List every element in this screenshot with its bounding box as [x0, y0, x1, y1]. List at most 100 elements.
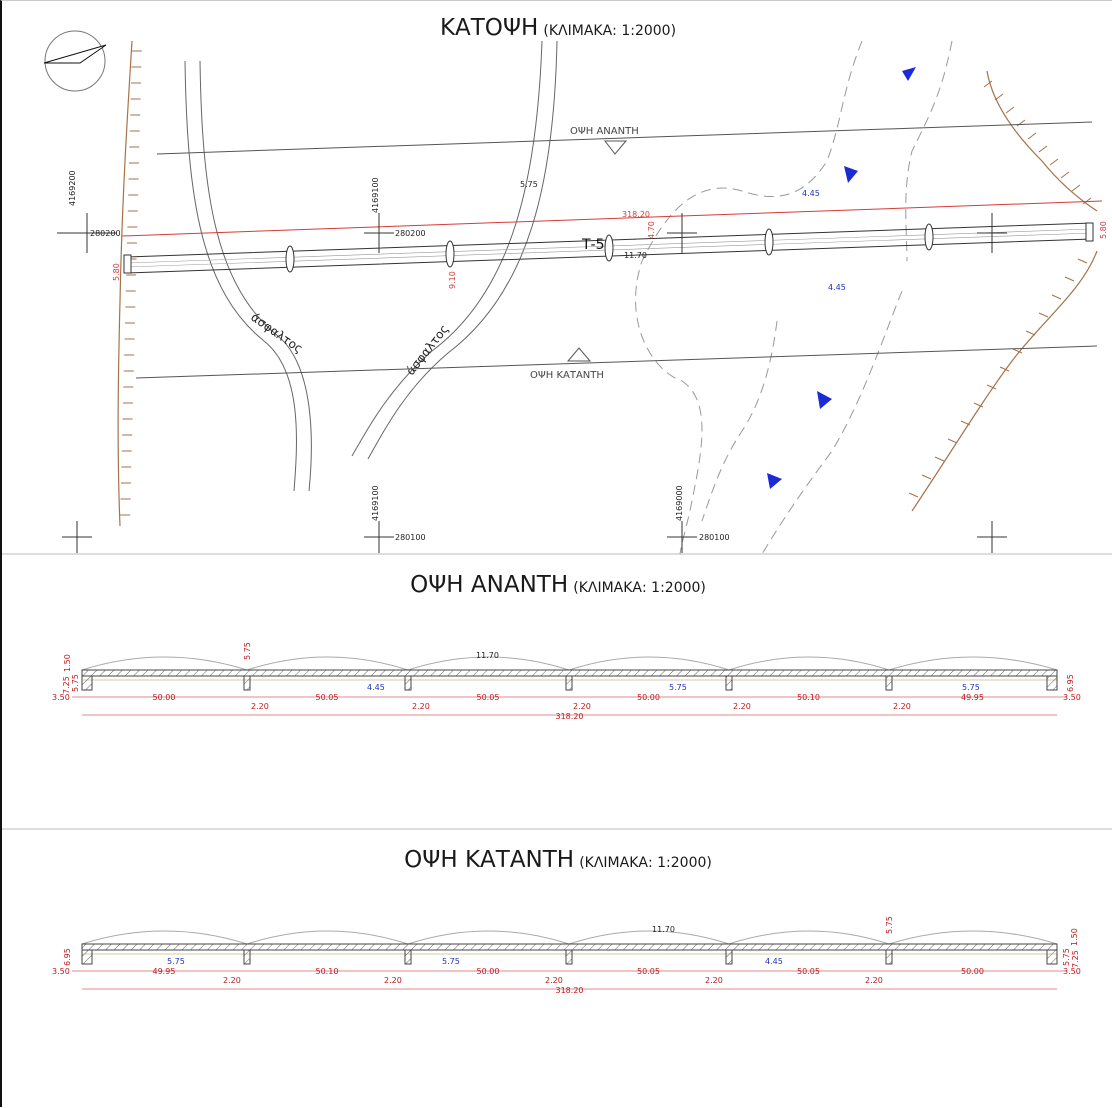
coord-label: 4169000 — [675, 485, 684, 521]
pier — [404, 675, 412, 691]
span-arc — [81, 656, 248, 671]
span-arc — [888, 930, 1058, 945]
grid-crosses — [57, 213, 1007, 553]
plan-dim: 9.10 — [448, 271, 457, 289]
upstream-section-marker — [603, 140, 628, 155]
span-arc — [407, 930, 570, 945]
span-dim: 50.05 — [477, 693, 500, 702]
span-arc — [407, 656, 570, 671]
level-label: 4.45 — [367, 683, 385, 692]
terrain-tick — [983, 80, 993, 88]
terrain-tick — [973, 402, 984, 408]
pier — [885, 949, 893, 965]
plan-dim: 11.70 — [624, 251, 647, 260]
abutment — [1046, 949, 1058, 965]
downstream-section-label: ΟΨΗ ΚΑΤΑΝΤΗ — [530, 370, 604, 381]
side-dim: 6.95 — [63, 948, 72, 966]
terrain-tick — [934, 456, 945, 462]
road-right-edge-a — [351, 40, 543, 457]
terrain-tick — [1012, 348, 1023, 354]
upstream-section-label: ΟΨΗ ΑΝΑΝΤΗ — [570, 126, 639, 137]
terrain-tick — [994, 93, 1004, 101]
terrain-tick — [921, 474, 932, 480]
terrain-tick — [1071, 184, 1081, 192]
bridge-piers-plan — [123, 222, 1094, 274]
span-dim: 50.00 — [637, 693, 660, 702]
pier — [404, 949, 412, 965]
plan-title: ΚΑΤΟΨΗ (ΚΛΙΜΑΚΑ: 1:2000) — [439, 15, 677, 41]
terrain-tick — [947, 438, 958, 444]
span-dim: 49.95 — [961, 693, 984, 702]
terrain-edge-right-top — [986, 70, 1098, 212]
span-dim: 50.00 — [961, 967, 984, 976]
span-arc — [728, 656, 890, 671]
road-label-left: άσφαλτος — [248, 310, 305, 356]
terrain-ticks-left — [120, 50, 142, 516]
pier-dim: 2.20 — [705, 976, 723, 985]
north-arrow-icon — [43, 30, 107, 92]
pier — [725, 949, 733, 965]
coord-label: 4169100 — [371, 485, 380, 521]
span-arc — [568, 656, 730, 671]
deck — [81, 943, 1058, 951]
total-dim: 318.20 — [556, 986, 584, 995]
side-dim: 5.75 — [1062, 948, 1071, 966]
coord-label: 4169200 — [68, 170, 77, 206]
side-dim: 7.25 — [1071, 950, 1080, 968]
side-dim: 1.50 — [63, 654, 72, 672]
bridge-edge-line — [121, 200, 1103, 237]
downstream-section-line — [135, 345, 1098, 379]
span-dim: 50.10 — [316, 967, 339, 976]
plan-dim: 5.80 — [1099, 221, 1108, 239]
terrain-tick — [999, 366, 1010, 372]
span-dim: 50.05 — [637, 967, 660, 976]
pier-dim: 2.20 — [251, 702, 269, 711]
terrain-tick — [986, 384, 997, 390]
downstream-title: ΟΨΗ ΚΑΤΑΝΤΗ (ΚΛΙΜΑΚΑ: 1:2000) — [404, 847, 712, 873]
pier-dim: 2.20 — [223, 976, 241, 985]
pier-height-dim: 5.75 — [885, 916, 894, 934]
pier-dim: 2.20 — [412, 702, 430, 711]
deck-height-dim: 11.70 — [652, 925, 675, 934]
plan-length-dim: 318.20 — [622, 210, 650, 219]
coord-label: 280100 — [699, 533, 730, 542]
span-arc — [728, 930, 890, 945]
span-arc — [246, 930, 409, 945]
deck-height-dim: 11.70 — [476, 651, 499, 660]
span-dim: 50.05 — [797, 967, 820, 976]
side-dim: 6.95 — [1066, 674, 1075, 692]
end-dim: 3.50 — [52, 967, 70, 976]
stream-outline — [635, 40, 953, 555]
terrain-tick — [1082, 197, 1092, 205]
upstream-section-line — [156, 121, 1093, 155]
end-dim: 3.50 — [1063, 693, 1081, 702]
terrain-tick — [1005, 106, 1015, 114]
pier — [243, 675, 251, 691]
span-dim: 50.05 — [316, 693, 339, 702]
span-arc — [81, 930, 248, 945]
pier-dim: 2.20 — [893, 702, 911, 711]
end-dim: 3.50 — [52, 693, 70, 702]
terrain-ticks-right — [908, 80, 1092, 498]
span-arc — [568, 930, 730, 945]
coord-label: 4169100 — [371, 177, 380, 213]
pier-dim: 2.20 — [865, 976, 883, 985]
coord-label: 280100 — [395, 533, 426, 542]
plan-dim: 4.45 — [828, 283, 846, 292]
terrain-tick — [1077, 258, 1088, 264]
level-label: 5.75 — [669, 683, 687, 692]
terrain-tick — [1060, 171, 1070, 179]
plan-dim: 5.80 — [112, 263, 121, 281]
abutment — [1046, 675, 1058, 691]
pier-height-dim: 5.75 — [243, 642, 252, 660]
plan-dim: 4.45 — [802, 189, 820, 198]
terrain-tick — [1038, 145, 1048, 153]
terrain-edge-left — [117, 40, 133, 527]
pier-dim: 2.20 — [733, 702, 751, 711]
terrain-tick — [960, 420, 971, 426]
level-label: 5.75 — [962, 683, 980, 692]
terrain-tick — [1027, 132, 1037, 140]
